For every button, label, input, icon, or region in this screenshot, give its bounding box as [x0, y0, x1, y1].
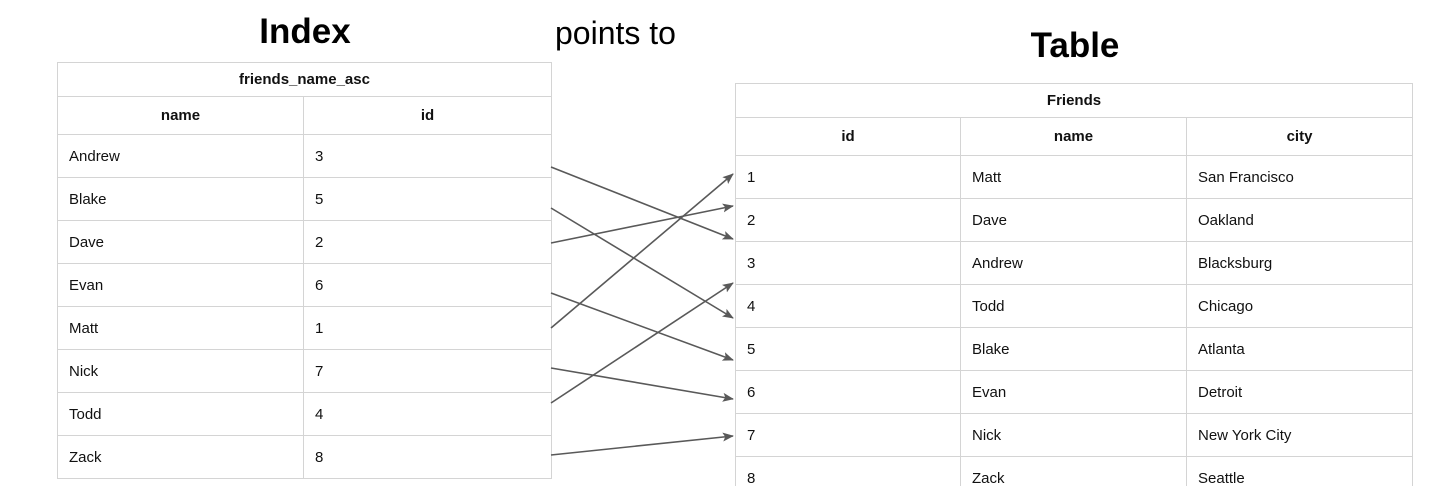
friends-cell-city: Blacksburg	[1185, 241, 1414, 285]
friends-cell-id: 8	[735, 456, 961, 486]
friends-table-name: Friends	[734, 83, 1414, 118]
index-cell-id: 1	[303, 306, 552, 350]
pointer-arrows	[550, 166, 734, 456]
index-cell-name: Blake	[57, 177, 304, 221]
table-row: 8 Zack Seattle	[735, 456, 1414, 486]
friends-cell-id: 5	[735, 327, 961, 371]
table-panel-title: Table	[1030, 26, 1120, 65]
index-cell-id: 6	[303, 263, 552, 307]
table-row: 6 Evan Detroit	[735, 370, 1414, 414]
table-row: 5 Blake Atlanta	[735, 327, 1414, 371]
friends-table-name-row: Friends	[734, 83, 1414, 118]
friends-cell-id: 6	[735, 370, 961, 414]
table-row: Nick 7	[57, 349, 552, 393]
friends-cell-name: Andrew	[960, 241, 1187, 285]
pointer-arrow	[550, 207, 734, 319]
friends-cell-name: Matt	[960, 155, 1187, 199]
friends-cell-city: Atlanta	[1185, 327, 1414, 371]
friends-cell-name: Dave	[960, 198, 1187, 242]
pointer-arrow	[550, 367, 734, 402]
index-cell-name: Matt	[57, 306, 304, 350]
friends-cell-id: 7	[735, 413, 961, 457]
pointer-arrow	[550, 166, 734, 240]
friends-cell-city: Chicago	[1185, 284, 1414, 328]
friends-column-header-name: name	[960, 117, 1187, 156]
table-row: Matt 1	[57, 306, 552, 350]
index-cell-name: Nick	[57, 349, 304, 393]
index-cell-id: 7	[303, 349, 552, 393]
pointer-arrow	[550, 203, 734, 244]
index-cell-name: Todd	[57, 392, 304, 436]
friends-cell-name: Evan	[960, 370, 1187, 414]
index-cell-name: Dave	[57, 220, 304, 264]
friends-cell-name: Nick	[960, 413, 1187, 457]
index-column-header-name: name	[57, 96, 304, 135]
table-row: Dave 2	[57, 220, 552, 264]
table-row: Todd 4	[57, 392, 552, 436]
pointer-arrow	[550, 173, 734, 329]
index-cell-id: 8	[303, 435, 552, 479]
friends-cell-id: 3	[735, 241, 961, 285]
table-row: 2 Dave Oakland	[735, 198, 1414, 242]
friends-cell-name: Zack	[960, 456, 1187, 486]
table-row: Andrew 3	[57, 134, 552, 178]
friends-cell-id: 2	[735, 198, 961, 242]
friends-column-header-id: id	[735, 117, 961, 156]
friends-cell-name: Todd	[960, 284, 1187, 328]
index-column-header-id: id	[303, 96, 552, 135]
friends-cell-city: San Francisco	[1185, 155, 1414, 199]
table-row: 7 Nick New York City	[735, 413, 1414, 457]
friends-column-header-city: city	[1185, 117, 1414, 156]
index-cell-id: 4	[303, 392, 552, 436]
index-cell-name: Andrew	[57, 134, 304, 178]
friends-cell-name: Blake	[960, 327, 1187, 371]
pointer-arrow	[550, 282, 734, 404]
table-row: Evan 6	[57, 263, 552, 307]
table-row: Zack 8	[57, 435, 552, 479]
friends-cell-id: 1	[735, 155, 961, 199]
pointer-arrow	[550, 432, 734, 456]
points-to-label: points to	[555, 15, 676, 51]
index-cell-id: 2	[303, 220, 552, 264]
index-cell-name: Evan	[57, 263, 304, 307]
table-row: Blake 5	[57, 177, 552, 221]
friends-cell-id: 4	[735, 284, 961, 328]
friends-cell-city: New York City	[1185, 413, 1414, 457]
index-cell-id: 5	[303, 177, 552, 221]
table-row: 3 Andrew Blacksburg	[735, 241, 1414, 285]
index-panel-title: Index	[259, 12, 351, 51]
table-row: 4 Todd Chicago	[735, 284, 1414, 328]
index-table-header-row: name id	[57, 96, 552, 135]
friends-table-header-row: id name city	[735, 117, 1414, 156]
friends-cell-city: Seattle	[1185, 456, 1414, 486]
index-table-name: friends_name_asc	[57, 62, 552, 97]
friends-table: Friends id name city 1 Matt San Francisc…	[734, 83, 1414, 486]
index-cell-name: Zack	[57, 435, 304, 479]
pointer-arrow	[550, 292, 734, 361]
index-table: friends_name_asc name id Andrew 3 Blake …	[57, 62, 552, 479]
index-table-name-row: friends_name_asc	[57, 62, 552, 97]
index-cell-id: 3	[303, 134, 552, 178]
friends-cell-city: Detroit	[1185, 370, 1414, 414]
table-row: 1 Matt San Francisco	[735, 155, 1414, 199]
friends-cell-city: Oakland	[1185, 198, 1414, 242]
